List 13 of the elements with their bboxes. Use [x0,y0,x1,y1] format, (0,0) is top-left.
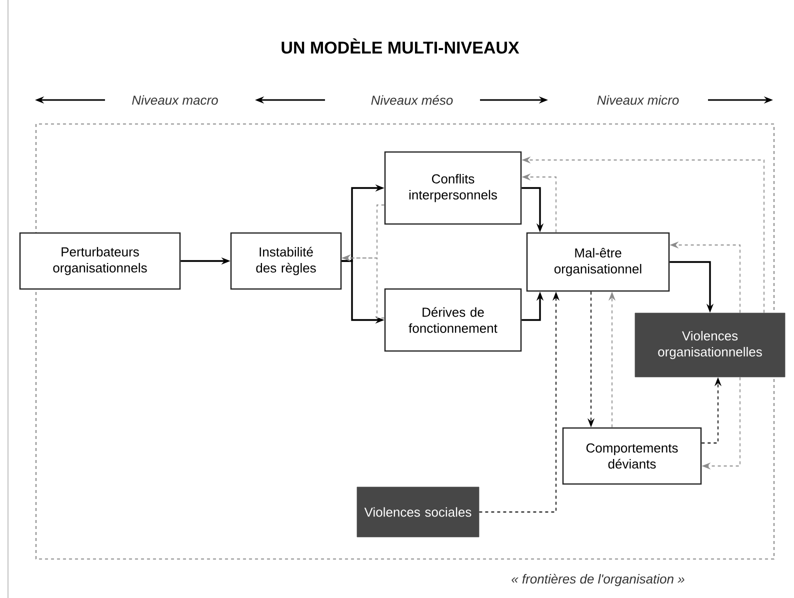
level-label: Niveaux micro [597,95,679,105]
process-box: Perturbateurs organisationnels [19,232,181,290]
dark-box: Violences sociales [356,486,480,538]
process-box: Instabilité des règles [230,232,342,290]
process-box: Mal-être organisationnel [526,232,670,292]
level-label: Niveaux macro [132,95,218,105]
dark-box: Violences organisationnelles [634,312,786,378]
process-box: Dérives de fonctionnement [384,288,522,352]
process-box: Conflits interpersonnels [384,151,522,225]
process-box: Comportements déviants [562,427,702,485]
level-label: Niveaux méso [371,95,453,105]
boundary-caption: « frontières de l'organisation » [512,574,684,586]
title: UN MODÈLE MULTI-NIVEAUX [282,38,520,54]
